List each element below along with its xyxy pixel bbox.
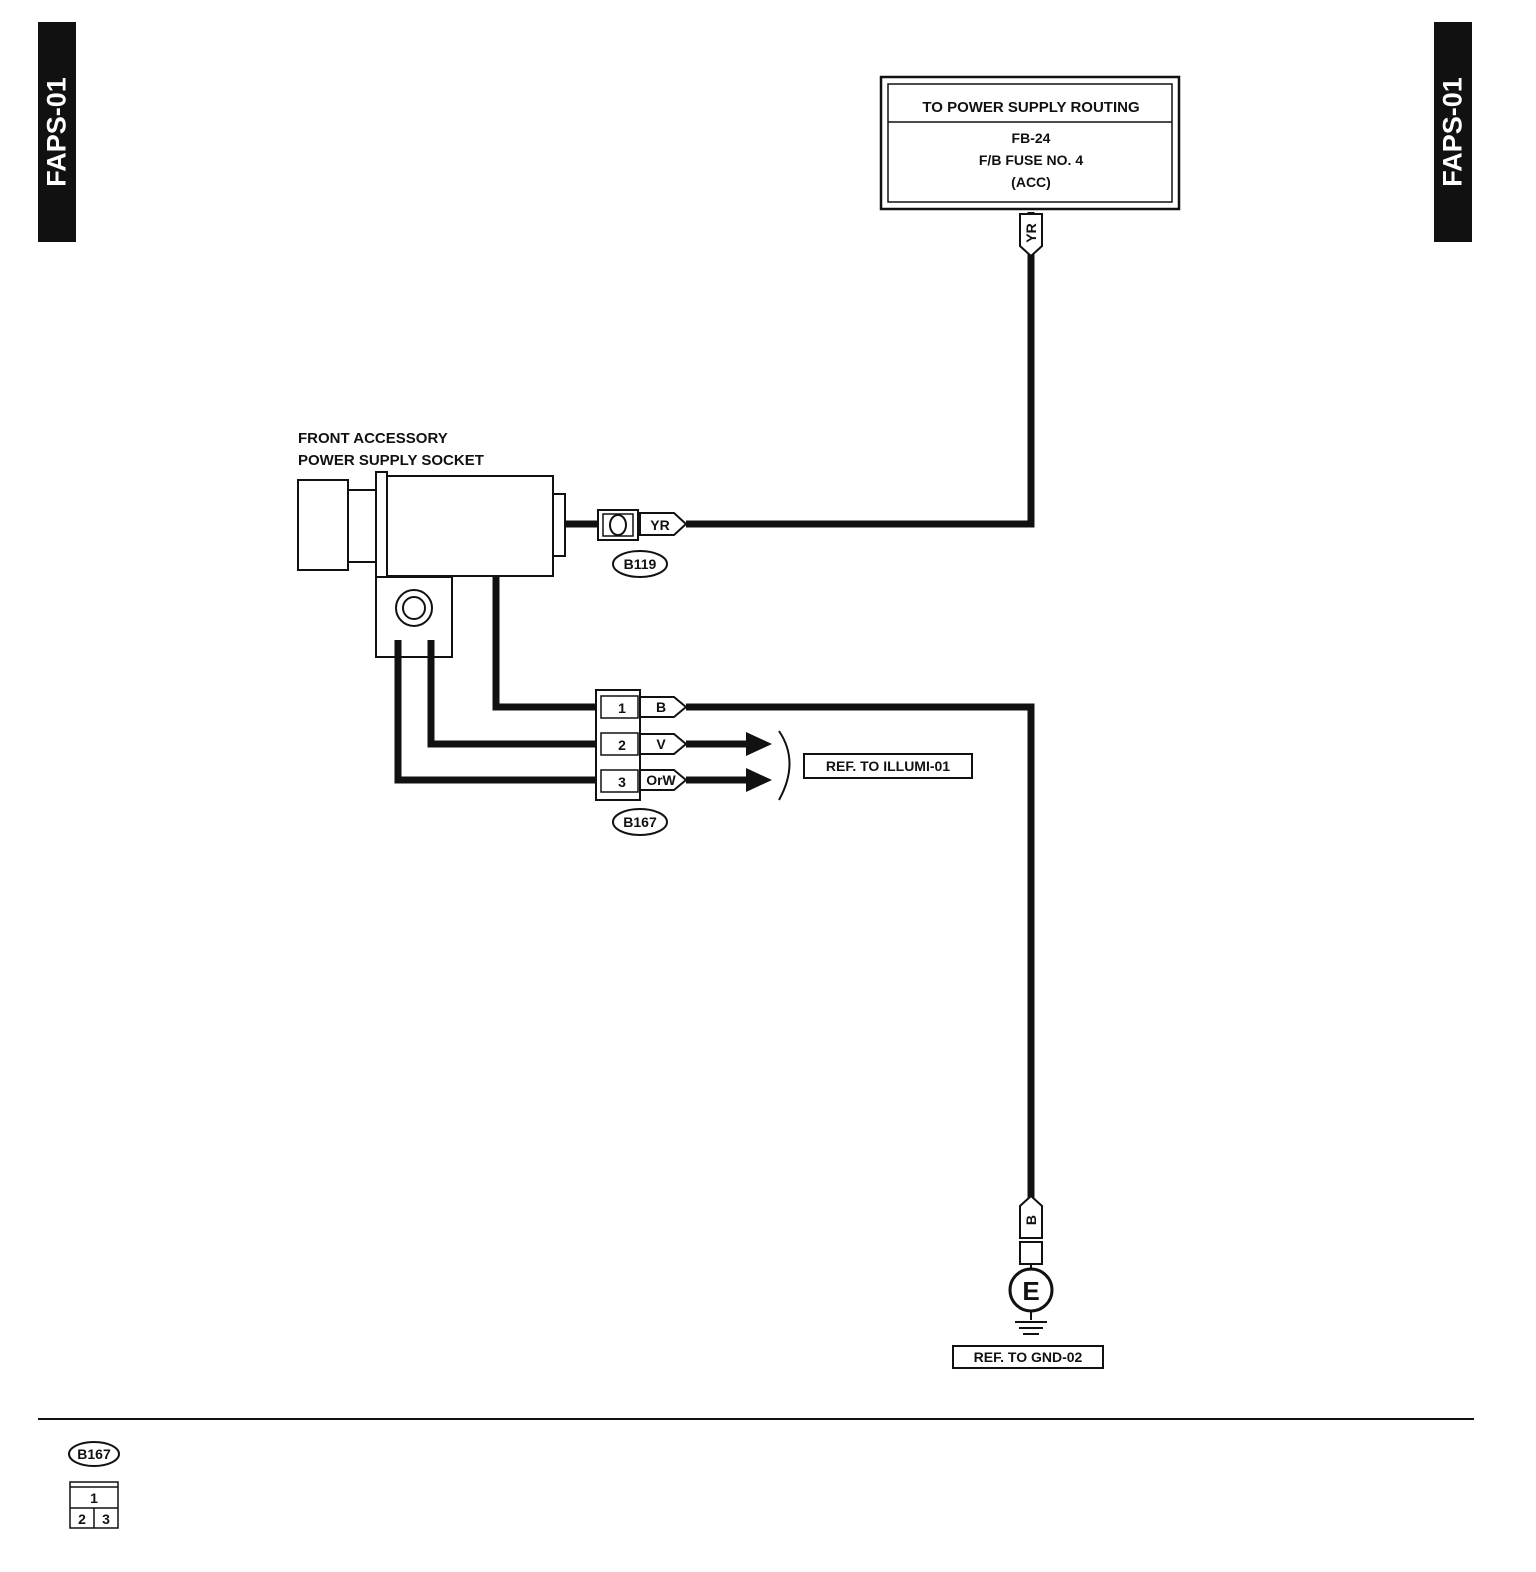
power-supply-fuse-number: F/B FUSE NO. 4 bbox=[979, 152, 1083, 168]
b167-wire-1: B bbox=[656, 699, 666, 715]
b167-pin-3: 3 bbox=[618, 774, 626, 790]
ground-symbol: E bbox=[1022, 1276, 1039, 1306]
b167-connector-id: B167 bbox=[623, 814, 657, 830]
page-tag-right: FAPS-01 bbox=[1434, 22, 1472, 242]
b167-wire-3: OrW bbox=[646, 772, 676, 788]
wire-color-top: YR bbox=[1023, 223, 1039, 242]
legend-connector-id: B167 bbox=[77, 1446, 111, 1462]
ref-gnd-label: REF. TO GND-02 bbox=[974, 1349, 1083, 1365]
connector-b119: YR B119 bbox=[565, 509, 688, 578]
b167-pin-2: 2 bbox=[618, 737, 626, 753]
wire-ground: B E REF. TO GND-02 bbox=[686, 703, 1104, 1369]
wire-yr: YR bbox=[686, 212, 1043, 528]
b119-connector-id: B119 bbox=[624, 556, 657, 572]
b119-wire-color: YR bbox=[650, 517, 669, 533]
wire-color-ground: B bbox=[1023, 1215, 1039, 1225]
connector-b167: 1 2 3 B V OrW B167 bbox=[595, 689, 688, 836]
illumi-arrows: REF. TO ILLUMI-01 bbox=[686, 730, 973, 801]
legend-pin-3: 3 bbox=[102, 1511, 110, 1527]
power-supply-box: TO POWER SUPPLY ROUTING FB-24 F/B FUSE N… bbox=[879, 75, 1181, 211]
legend-pin-1: 1 bbox=[90, 1490, 98, 1506]
page-tag-left: FAPS-01 bbox=[38, 22, 76, 242]
power-supply-title: TO POWER SUPPLY ROUTING bbox=[922, 99, 1139, 116]
socket-wires bbox=[394, 576, 598, 784]
accessory-socket bbox=[297, 471, 566, 658]
power-supply-fuse-box: FB-24 bbox=[1012, 130, 1051, 146]
component-name-line2: POWER SUPPLY SOCKET bbox=[298, 452, 484, 469]
power-supply-acc: (ACC) bbox=[1011, 174, 1051, 190]
connector-legend: B167 1 2 3 bbox=[68, 1441, 120, 1529]
legend-pin-2: 2 bbox=[78, 1511, 86, 1527]
component-name-line1: FRONT ACCESSORY bbox=[298, 430, 448, 447]
b167-wire-2: V bbox=[656, 736, 666, 752]
ref-illumi-label: REF. TO ILLUMI-01 bbox=[826, 758, 950, 774]
b167-pin-1: 1 bbox=[618, 700, 626, 716]
